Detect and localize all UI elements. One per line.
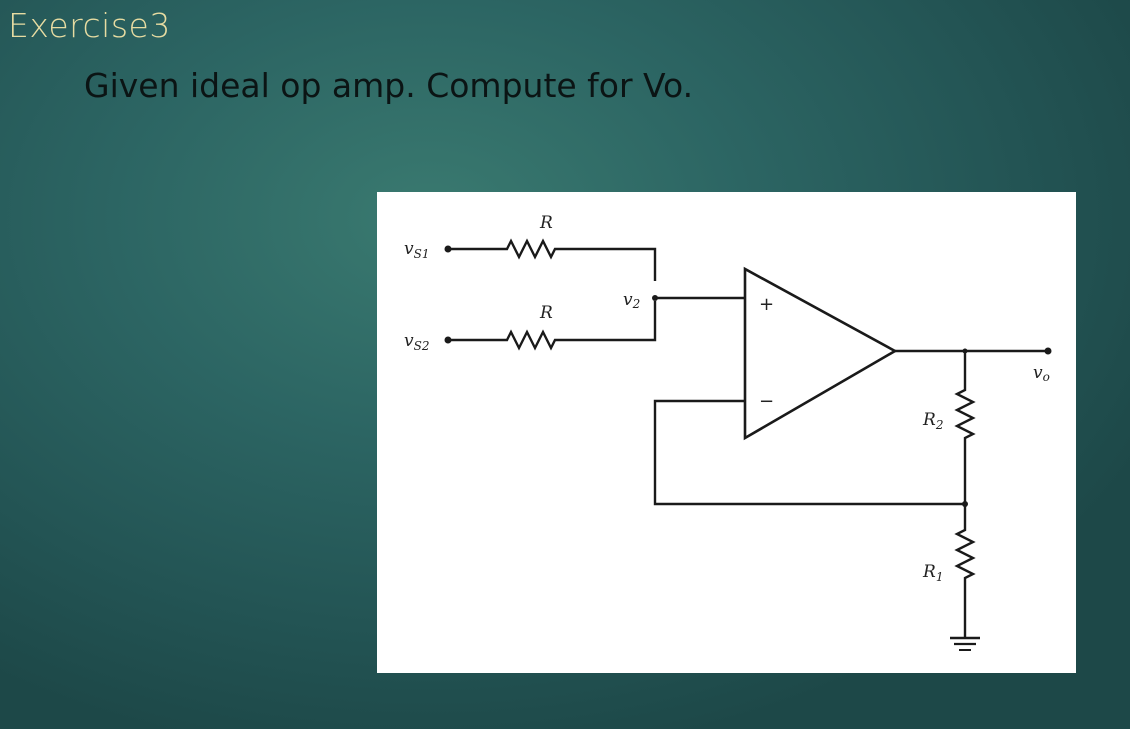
- resistor-r-top: [448, 238, 657, 281]
- opamp-minus-sign: −: [759, 391, 774, 412]
- resistor-r2: [954, 351, 976, 504]
- node-v2-label: v2: [623, 290, 640, 311]
- slide-title: Exercise3: [8, 6, 171, 45]
- resistor-r1: [954, 504, 976, 638]
- opamp-triangle: [743, 266, 898, 441]
- slide-body-text: Given ideal op amp. Compute for Vo.: [84, 66, 694, 105]
- feedback-wire: [653, 399, 965, 506]
- resistor-r-top-label: R: [539, 213, 553, 233]
- resistor-r-bottom-label: R: [539, 303, 553, 323]
- resistor-r-bottom: [448, 301, 657, 351]
- input1-label: vS1: [404, 239, 429, 261]
- output-label: vo: [1033, 363, 1050, 384]
- resistor-r2-label: R2: [922, 410, 943, 432]
- circuit-figure: vS1 R vS2 R v2 + − vo R2 R1: [377, 192, 1076, 673]
- ground-icon: [950, 636, 980, 651]
- circuit-diagram: vS1 R vS2 R v2 + − vo R2 R1: [404, 213, 1052, 651]
- output-terminal: [1044, 347, 1052, 355]
- input2-label: vS2: [404, 331, 429, 353]
- resistor-r1-label: R1: [922, 562, 943, 584]
- opamp-plus-sign: +: [759, 294, 774, 315]
